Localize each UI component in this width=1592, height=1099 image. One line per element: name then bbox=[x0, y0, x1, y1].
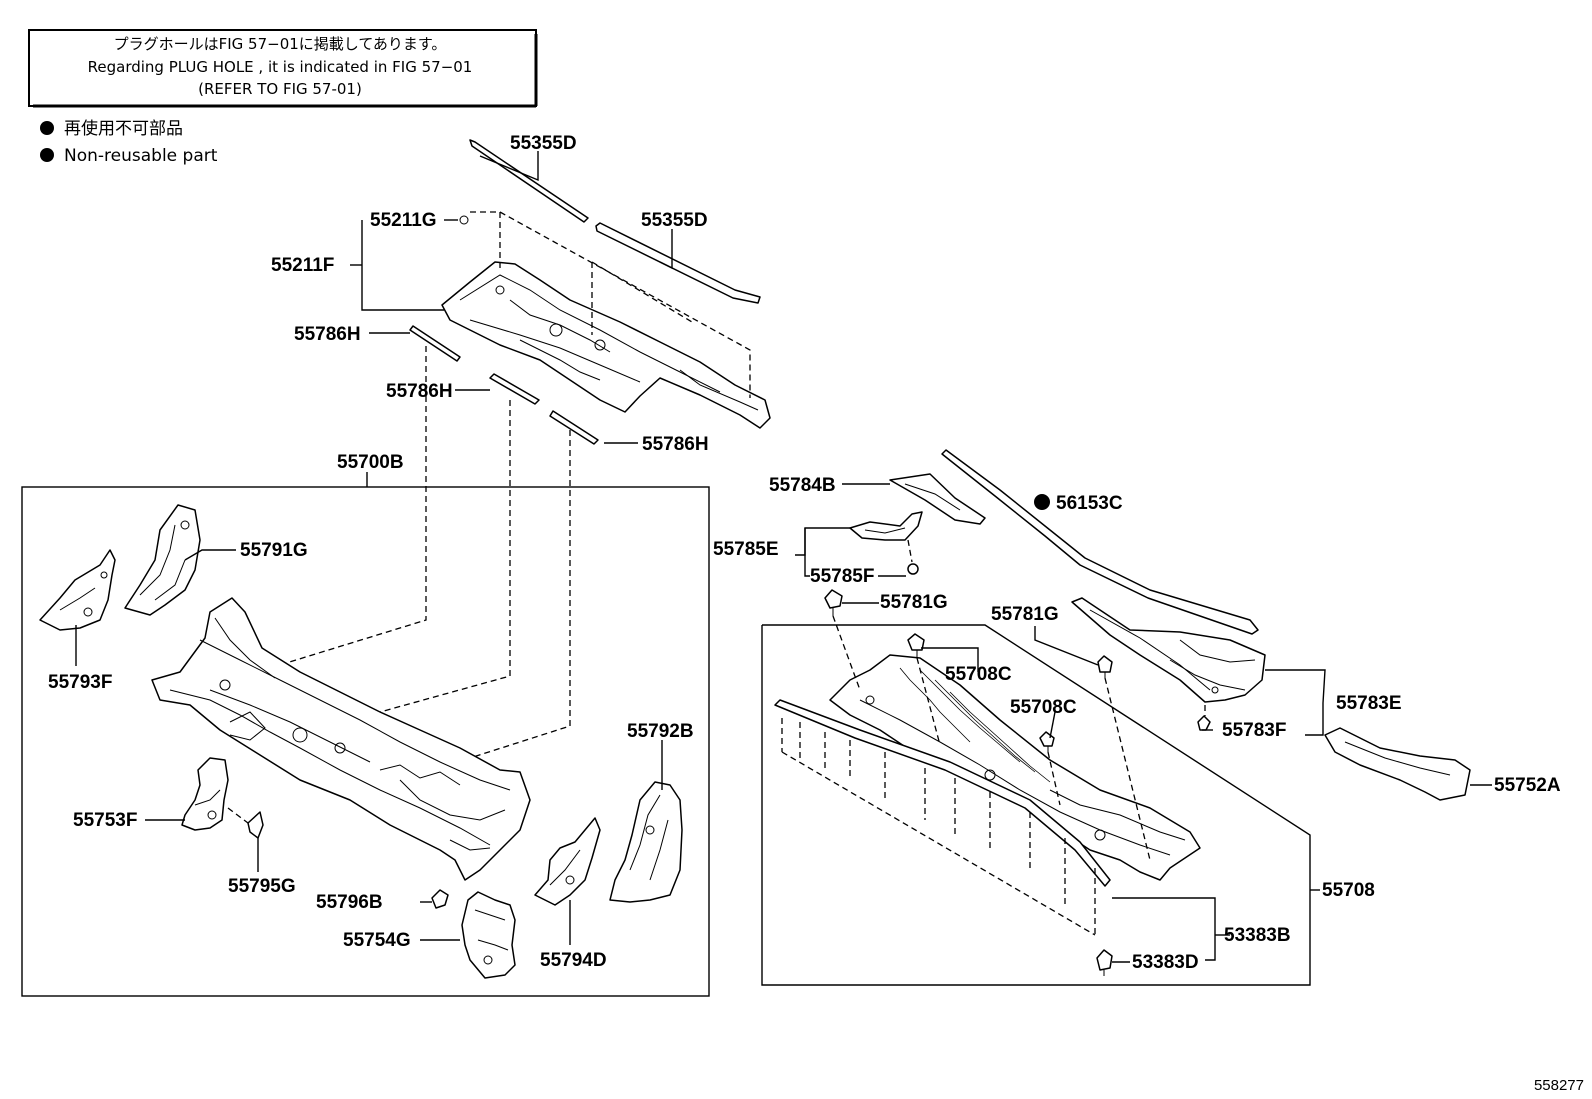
clip-55785f bbox=[907, 563, 919, 575]
clip-55781g-a bbox=[824, 589, 843, 616]
seal-53383b bbox=[774, 699, 1111, 887]
label-55781g-a: 55781G bbox=[880, 592, 948, 613]
label-53383b: 53383B bbox=[1224, 925, 1291, 946]
clip-55781g-b bbox=[1097, 655, 1113, 678]
clip-55783f bbox=[1197, 715, 1211, 731]
bracket-55792b bbox=[609, 781, 683, 903]
legend-jp: 再使用不可部品 bbox=[64, 118, 183, 139]
label-55781g-b: 55781G bbox=[991, 604, 1059, 625]
bracket-55794d bbox=[534, 817, 601, 906]
legend: 再使用不可部品 Non-reusable part bbox=[40, 118, 218, 166]
note-line-jp: プラグホールはFIG 57−01に掲載してあります。 bbox=[114, 35, 447, 53]
clip-55795g bbox=[247, 811, 264, 839]
label-55794d: 55794D bbox=[540, 950, 607, 971]
non-reusable-dot-icon bbox=[40, 121, 54, 135]
label-55793f: 55793F bbox=[48, 672, 112, 693]
weatherstrip-56153c bbox=[941, 449, 1259, 635]
note-line-en: Regarding PLUG HOLE , it is indicated in… bbox=[88, 58, 473, 76]
seal-55786h-c bbox=[549, 410, 599, 445]
diagram-id: 558277 bbox=[1534, 1077, 1584, 1094]
extension-55752a bbox=[1324, 727, 1471, 801]
label-55796b: 55796B bbox=[316, 892, 383, 913]
label-55786h-c: 55786H bbox=[642, 434, 709, 455]
group-box-55708 bbox=[761, 624, 1311, 986]
bracket-55791g bbox=[124, 504, 201, 616]
label-55784b: 55784B bbox=[769, 475, 836, 496]
label-56153c: 56153C bbox=[1056, 493, 1123, 514]
label-55211f: 55211F bbox=[271, 255, 334, 276]
clip-53383d bbox=[1096, 949, 1113, 976]
non-reusable-dot-icon bbox=[1034, 494, 1050, 510]
seal-55786h-b bbox=[489, 373, 540, 405]
cowl-top-55700b bbox=[151, 597, 531, 881]
label-55700b: 55700B bbox=[337, 452, 404, 473]
label-55355d-upper: 55355D bbox=[510, 133, 577, 154]
label-55785f: 55785F bbox=[810, 566, 874, 587]
label-55708c-a: 55708C bbox=[945, 664, 1012, 685]
label-55754g: 55754G bbox=[343, 930, 411, 951]
leader-lines bbox=[75, 151, 1492, 963]
plug-hole-note: プラグホールはFIG 57−01に掲載してあります。 Regarding PLU… bbox=[28, 29, 538, 108]
label-55752a: 55752A bbox=[1494, 775, 1561, 796]
part-labels: 55355D 55355D 55211G 55211F 55786H 55786… bbox=[48, 133, 1561, 973]
label-55786h-b: 55786H bbox=[386, 381, 453, 402]
bracket-55754g bbox=[461, 891, 516, 979]
weatherstrip-55355d-lower bbox=[595, 222, 761, 304]
group-box-55700b bbox=[21, 486, 710, 997]
non-reusable-dot-icon bbox=[40, 148, 54, 162]
bracket-55785e bbox=[849, 511, 923, 541]
seal-55786h-a bbox=[409, 325, 461, 362]
cowl-panel-55211f bbox=[441, 261, 771, 429]
bracket-55753f bbox=[181, 757, 229, 831]
label-55753f: 55753F bbox=[73, 810, 137, 831]
clip-55708c-a bbox=[907, 633, 925, 658]
label-55792b: 55792B bbox=[627, 721, 694, 742]
clip-55708c-b bbox=[1039, 731, 1055, 752]
label-55708: 55708 bbox=[1322, 880, 1375, 901]
label-55355d-lower: 55355D bbox=[641, 210, 708, 231]
label-55791g: 55791G bbox=[240, 540, 308, 561]
label-55211g: 55211G bbox=[370, 210, 437, 231]
label-55708c-b: 55708C bbox=[1010, 697, 1077, 718]
label-55795g: 55795G bbox=[228, 876, 296, 897]
legend-en: Non-reusable part bbox=[64, 146, 218, 166]
seal-55784b bbox=[889, 473, 986, 525]
label-55783e: 55783E bbox=[1336, 693, 1402, 714]
note-line-ref: (REFER TO FIG 57-01) bbox=[198, 80, 362, 98]
label-55785e: 55785E bbox=[713, 539, 779, 560]
label-53383d: 53383D bbox=[1132, 952, 1199, 973]
label-55786h-a: 55786H bbox=[294, 324, 361, 345]
label-55783f: 55783F bbox=[1222, 720, 1286, 741]
weatherstrip-55355d-upper bbox=[469, 139, 589, 223]
cowl-side-55783e bbox=[1071, 597, 1266, 703]
bracket-55793f bbox=[39, 549, 116, 631]
clip-55796b bbox=[431, 889, 449, 909]
